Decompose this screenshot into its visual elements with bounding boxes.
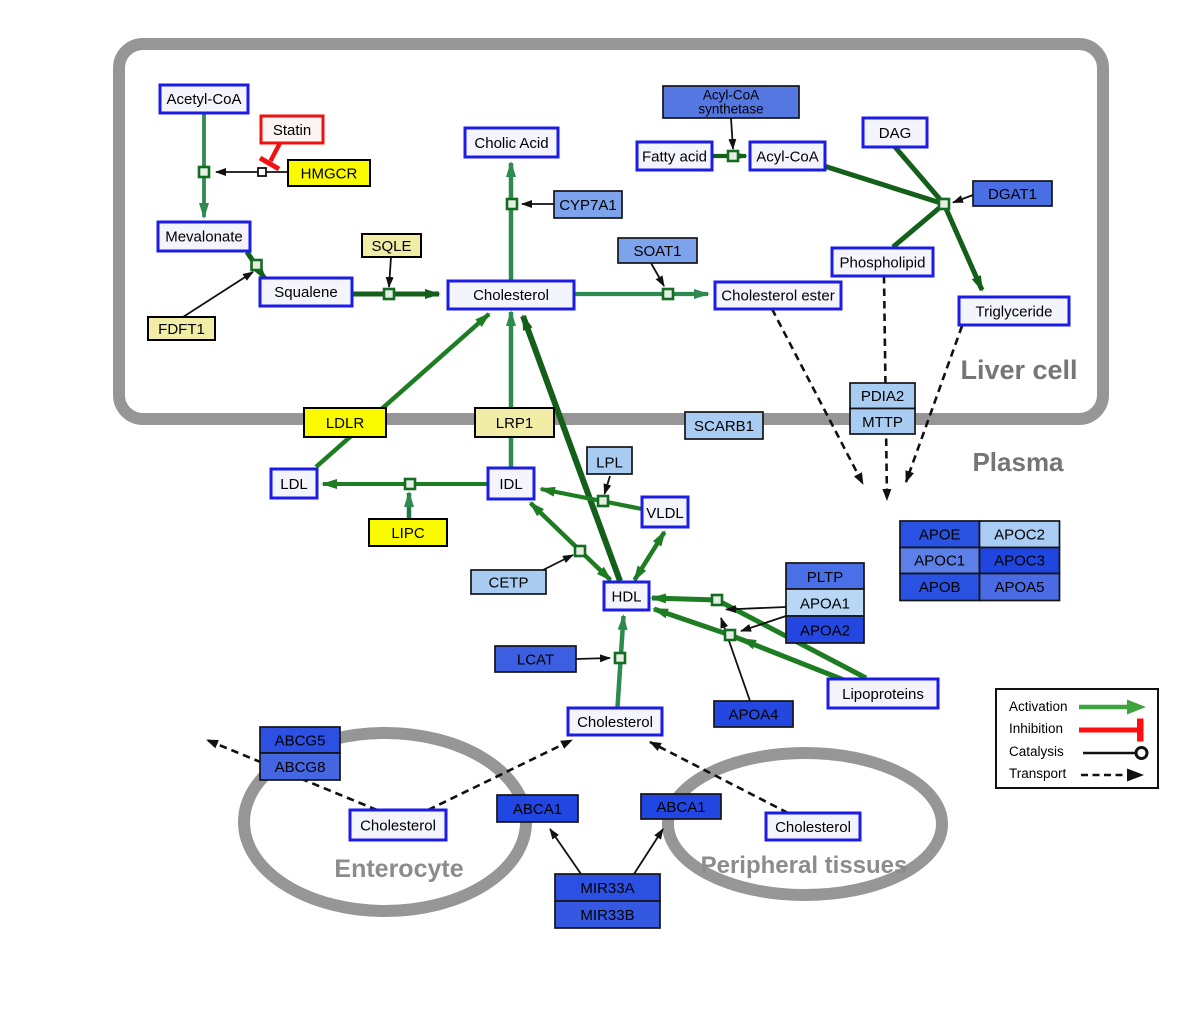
svg-text:LIPC: LIPC: [391, 525, 425, 542]
svg-text:PLTP: PLTP: [807, 569, 843, 586]
svg-text:Phospholipid: Phospholipid: [840, 255, 926, 272]
svg-text:Enterocyte: Enterocyte: [334, 855, 463, 883]
svg-text:ABCA1: ABCA1: [513, 801, 562, 818]
svg-text:HDL: HDL: [611, 589, 641, 606]
svg-text:DGAT1: DGAT1: [988, 186, 1037, 203]
svg-text:Acyl-CoA: Acyl-CoA: [756, 149, 819, 166]
svg-text:ABCA1: ABCA1: [656, 799, 705, 816]
svg-text:Acetyl-CoA: Acetyl-CoA: [166, 91, 241, 108]
svg-text:ABCG8: ABCG8: [275, 759, 326, 776]
svg-text:LDL: LDL: [280, 476, 308, 493]
svg-text:ABCG5: ABCG5: [275, 733, 326, 750]
svg-text:LPL: LPL: [596, 455, 623, 472]
svg-text:LCAT: LCAT: [517, 652, 554, 669]
svg-text:FDFT1: FDFT1: [158, 321, 205, 338]
svg-text:PDIA2: PDIA2: [861, 388, 904, 405]
svg-text:Cholesterol: Cholesterol: [360, 818, 436, 835]
svg-text:APOE: APOE: [919, 527, 961, 544]
svg-text:Cholesterol ester: Cholesterol ester: [721, 288, 834, 305]
svg-text:Transport: Transport: [1009, 766, 1067, 781]
svg-text:LDLR: LDLR: [326, 415, 365, 432]
svg-text:Fatty acid: Fatty acid: [642, 149, 707, 166]
svg-text:MIR33B: MIR33B: [580, 907, 634, 924]
svg-text:APOC1: APOC1: [914, 553, 965, 570]
svg-text:Cholesterol: Cholesterol: [775, 819, 851, 836]
svg-text:IDL: IDL: [499, 476, 522, 493]
svg-text:Activation: Activation: [1009, 699, 1068, 714]
svg-text:SCARB1: SCARB1: [694, 418, 754, 435]
svg-text:SOAT1: SOAT1: [633, 243, 681, 260]
svg-text:SQLE: SQLE: [371, 238, 411, 255]
svg-text:Statin: Statin: [273, 122, 311, 139]
svg-text:synthetase: synthetase: [698, 102, 763, 117]
svg-text:APOC2: APOC2: [994, 527, 1045, 544]
svg-text:Peripheral tissues: Peripheral tissues: [701, 852, 908, 879]
svg-text:Liver cell: Liver cell: [960, 355, 1077, 385]
svg-text:HMGCR: HMGCR: [301, 166, 358, 183]
svg-text:Cholic Acid: Cholic Acid: [474, 135, 548, 152]
svg-text:Mevalonate: Mevalonate: [165, 229, 243, 246]
svg-text:Lipoproteins: Lipoproteins: [842, 686, 924, 703]
svg-text:APOA4: APOA4: [728, 707, 778, 724]
svg-text:CYP7A1: CYP7A1: [559, 197, 617, 214]
svg-text:DAG: DAG: [879, 125, 912, 142]
svg-text:APOA2: APOA2: [800, 623, 850, 640]
svg-text:APOA1: APOA1: [800, 596, 850, 613]
svg-text:MTTP: MTTP: [862, 414, 903, 431]
svg-text:Cholesterol: Cholesterol: [577, 714, 653, 731]
svg-text:APOC3: APOC3: [994, 553, 1045, 570]
svg-text:VLDL: VLDL: [646, 505, 684, 522]
svg-text:Squalene: Squalene: [274, 284, 337, 301]
svg-text:CETP: CETP: [488, 575, 528, 592]
svg-text:MIR33A: MIR33A: [580, 880, 634, 897]
svg-text:Triglyceride: Triglyceride: [976, 304, 1053, 321]
svg-text:Catalysis: Catalysis: [1009, 744, 1064, 759]
svg-text:APOB: APOB: [919, 579, 961, 596]
svg-text:APOA5: APOA5: [994, 579, 1044, 596]
svg-text:Plasma: Plasma: [972, 447, 1064, 477]
svg-text:Acyl-CoA: Acyl-CoA: [703, 88, 759, 103]
svg-text:LRP1: LRP1: [496, 415, 534, 432]
svg-text:Inhibition: Inhibition: [1009, 721, 1063, 736]
svg-text:Cholesterol: Cholesterol: [473, 287, 549, 304]
